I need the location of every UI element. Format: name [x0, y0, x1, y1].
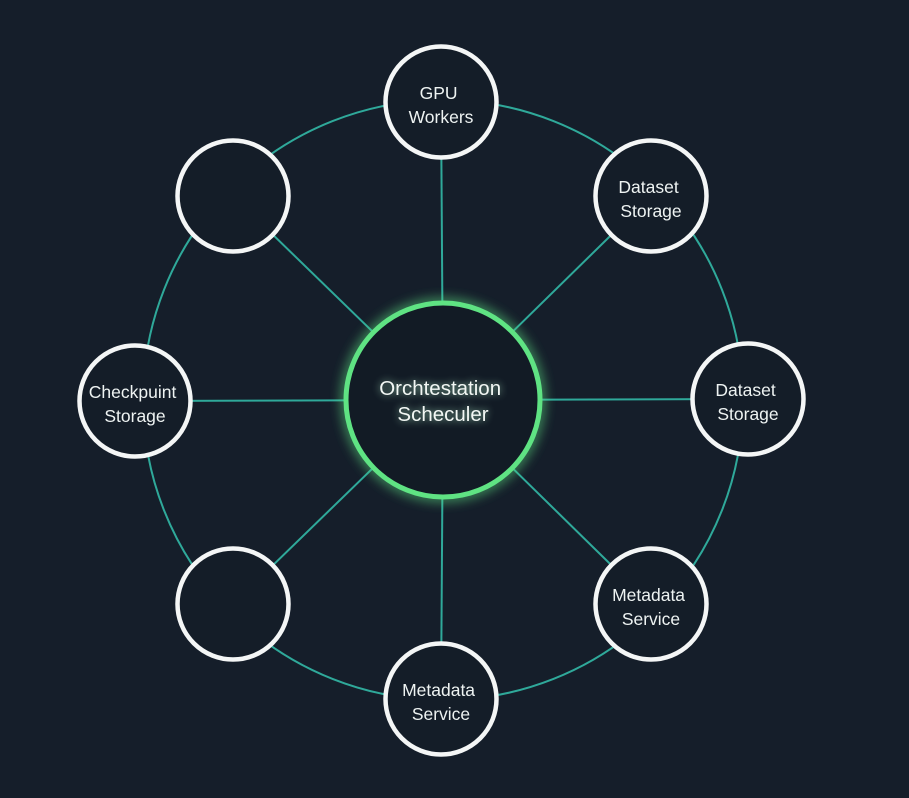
node-label: Metadata Service: [612, 585, 690, 629]
center-node-circle: [343, 300, 543, 500]
center-label-line2: Scheculer: [397, 403, 488, 426]
node-label-line1: Dataset: [618, 177, 678, 197]
node-label: Checkpuint Storage: [89, 382, 181, 426]
node-label-line2: Service: [412, 704, 470, 724]
node-circle: [175, 138, 291, 254]
node-empty-upper-left: [175, 138, 291, 254]
node-dataset-storage-right: Dataset Storage: [690, 341, 806, 457]
center-node-label: Orchtestation Scheculer: [379, 377, 507, 426]
node-circle: [77, 343, 193, 459]
node-circle: [383, 641, 499, 757]
node-label-line1: Checkpuint: [89, 382, 177, 402]
node-checkpoint-storage-left: Checkpuint Storage: [77, 343, 193, 459]
node-circle: [593, 138, 709, 254]
node-label-line2: Storage: [104, 406, 165, 426]
center-label-line1: Orchtestation: [379, 377, 501, 400]
node-circle: [593, 546, 709, 662]
node-dataset-storage-upper-right: Dataset Storage: [593, 138, 709, 254]
node-label: GPU Workers: [409, 83, 474, 127]
node-metadata-service-lower-right: Metadata Service: [593, 546, 709, 662]
node-label-line2: Storage: [620, 201, 681, 221]
node-label: Dataset Storage: [618, 177, 683, 221]
node-label-line1: Dataset: [715, 380, 775, 400]
node-label-line2: Storage: [717, 404, 778, 424]
node-circle: [175, 546, 291, 662]
node-label-line1: GPU: [420, 83, 458, 103]
node-label-line1: Metadata: [402, 680, 475, 700]
node-circle: [383, 44, 499, 160]
node-label-line2: Workers: [409, 107, 474, 127]
node-label: Dataset Storage: [715, 380, 780, 424]
node-label-line1: Metadata: [612, 585, 685, 605]
node-label-line2: Service: [622, 609, 680, 629]
node-orchestration-scheduler: Orchtestation Scheculer: [342, 299, 544, 501]
node-empty-lower-left: [175, 546, 291, 662]
node-gpu-workers: GPU Workers: [383, 44, 499, 160]
node-label: Metadata Service: [402, 680, 480, 724]
node-metadata-service-bottom: Metadata Service: [383, 641, 499, 757]
node-circle: [690, 341, 806, 457]
